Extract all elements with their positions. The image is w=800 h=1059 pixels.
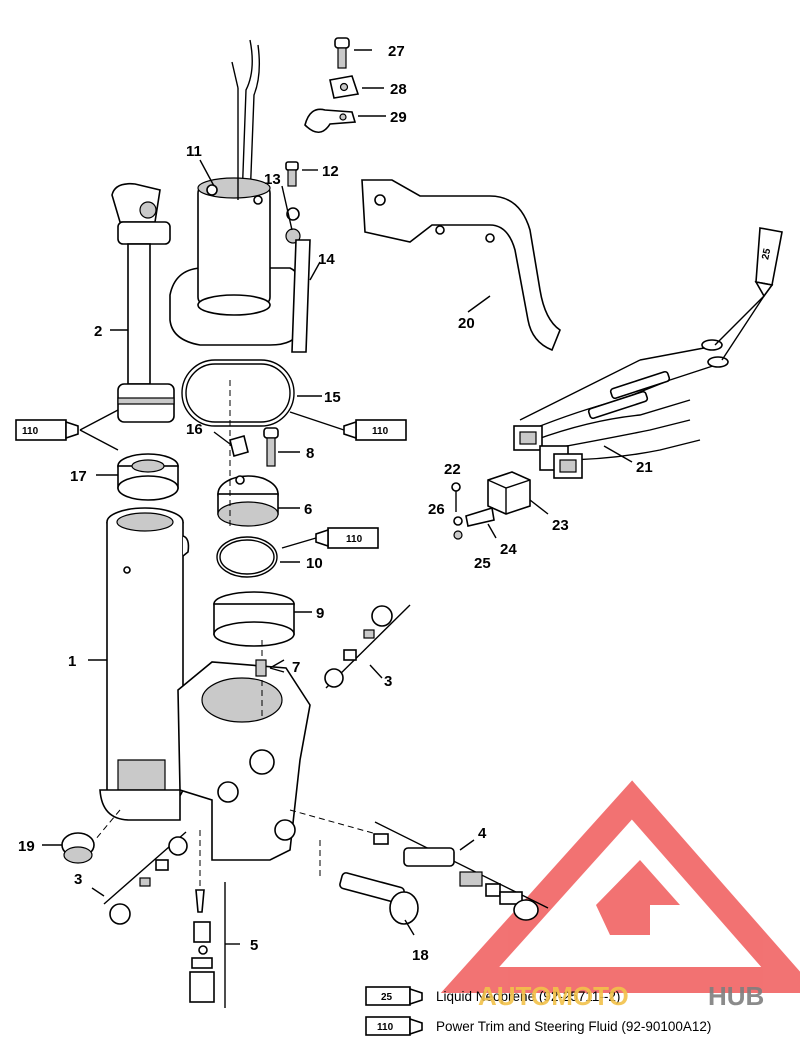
assembly-lines bbox=[94, 380, 381, 890]
part-12-screw bbox=[285, 161, 318, 187]
callout-21: 21 bbox=[636, 459, 653, 476]
tube-label-harness: 25 bbox=[760, 247, 773, 261]
part-28-clip-nut bbox=[329, 75, 384, 99]
part-24-mount-plate bbox=[465, 506, 497, 539]
part-7-springs bbox=[255, 659, 285, 677]
callout-9: 9 bbox=[316, 605, 324, 622]
callout-13: 13 bbox=[264, 171, 281, 188]
callout-5: 5 bbox=[250, 937, 258, 954]
callout-26: 26 bbox=[428, 501, 445, 518]
tube-110-right bbox=[289, 411, 407, 441]
callout-7: 7 bbox=[292, 659, 300, 676]
watermark-logo bbox=[440, 780, 800, 993]
part-2-piston-rod bbox=[110, 182, 175, 423]
legend-code-110: 110 bbox=[377, 1022, 394, 1033]
part-18-manual-release-valve bbox=[339, 872, 419, 936]
legend-text-25: Liquid Neoprene (92-25711--2) bbox=[436, 989, 620, 1004]
part-17-seal bbox=[96, 453, 179, 501]
callout-23: 23 bbox=[552, 517, 569, 534]
part-20-bracket bbox=[361, 179, 561, 352]
watermark-part1: AUTOMOTO bbox=[478, 981, 629, 1011]
callout-18: 18 bbox=[412, 947, 429, 964]
legend-code-25: 25 bbox=[381, 992, 393, 1003]
tube-110-left bbox=[15, 409, 119, 451]
part-19-fitting bbox=[42, 832, 95, 864]
callout-27: 27 bbox=[388, 43, 405, 60]
callout-17: 17 bbox=[70, 468, 87, 485]
part-22-screw bbox=[451, 482, 461, 512]
callout-10: 10 bbox=[306, 555, 323, 572]
part-5-valve-stack bbox=[189, 882, 240, 1008]
callout-19: 19 bbox=[18, 838, 35, 855]
callout-22: 22 bbox=[444, 461, 461, 478]
part-25-nut bbox=[453, 530, 463, 540]
part-11-pump-motor bbox=[169, 39, 303, 346]
callout-8: 8 bbox=[306, 445, 314, 462]
callout-12: 12 bbox=[322, 163, 339, 180]
callout-1: 1 bbox=[68, 653, 76, 670]
part-4-valve-assembly bbox=[373, 821, 549, 921]
part-10-o-ring bbox=[216, 536, 300, 578]
part-14-ground-strap bbox=[291, 239, 321, 353]
tube-label-oring: 110 bbox=[346, 534, 363, 545]
callout-3-lower: 3 bbox=[74, 871, 82, 888]
tube-25-harness bbox=[714, 227, 783, 361]
part-8-screw bbox=[263, 427, 300, 467]
legend-item-25: 25 Liquid Neoprene (92-25711--2) bbox=[365, 986, 620, 1006]
part-9-filter bbox=[213, 591, 312, 647]
part-3-check-valve-upper bbox=[324, 604, 411, 689]
watermark-part2: HUB bbox=[708, 981, 764, 1011]
callout-28: 28 bbox=[390, 81, 407, 98]
part-6-manifold bbox=[217, 475, 300, 527]
part-23-relay bbox=[487, 471, 549, 515]
part-1-cylinder bbox=[88, 507, 190, 811]
callout-29: 29 bbox=[390, 109, 407, 126]
callout-2: 2 bbox=[94, 323, 102, 340]
part-29-cable-clamp bbox=[304, 108, 386, 134]
callout-25: 25 bbox=[474, 555, 491, 572]
callout-20: 20 bbox=[458, 315, 475, 332]
part-13-washer bbox=[281, 185, 301, 244]
callout-6: 6 bbox=[304, 501, 312, 518]
callout-24: 24 bbox=[500, 541, 517, 558]
part-3-check-valve-lower bbox=[91, 831, 188, 925]
legend-item-110: 110 Power Trim and Steering Fluid (92-90… bbox=[365, 1016, 711, 1036]
tube-110-oring bbox=[281, 527, 379, 549]
part-21-wiring-harness bbox=[513, 339, 729, 479]
tube-label-right: 110 bbox=[372, 426, 389, 437]
part-16-clip bbox=[213, 431, 249, 457]
callout-15: 15 bbox=[324, 389, 341, 406]
part-27-screw bbox=[334, 37, 372, 69]
watermark-text: AUTOMOTO HUB bbox=[478, 981, 764, 1011]
callout-4: 4 bbox=[478, 825, 487, 842]
tube-label-left: 110 bbox=[22, 426, 39, 437]
callout-3-upper: 3 bbox=[384, 673, 392, 690]
pump-body bbox=[99, 661, 311, 861]
part-26-washer bbox=[453, 516, 463, 526]
callout-16: 16 bbox=[186, 421, 203, 438]
legend-text-110: Power Trim and Steering Fluid (92-90100A… bbox=[436, 1019, 711, 1034]
legend: 25 Liquid Neoprene (92-25711--2) 110 Pow… bbox=[365, 986, 711, 1036]
part-15-o-ring bbox=[181, 359, 322, 427]
callout-14: 14 bbox=[318, 251, 335, 268]
callout-11: 11 bbox=[186, 143, 202, 160]
